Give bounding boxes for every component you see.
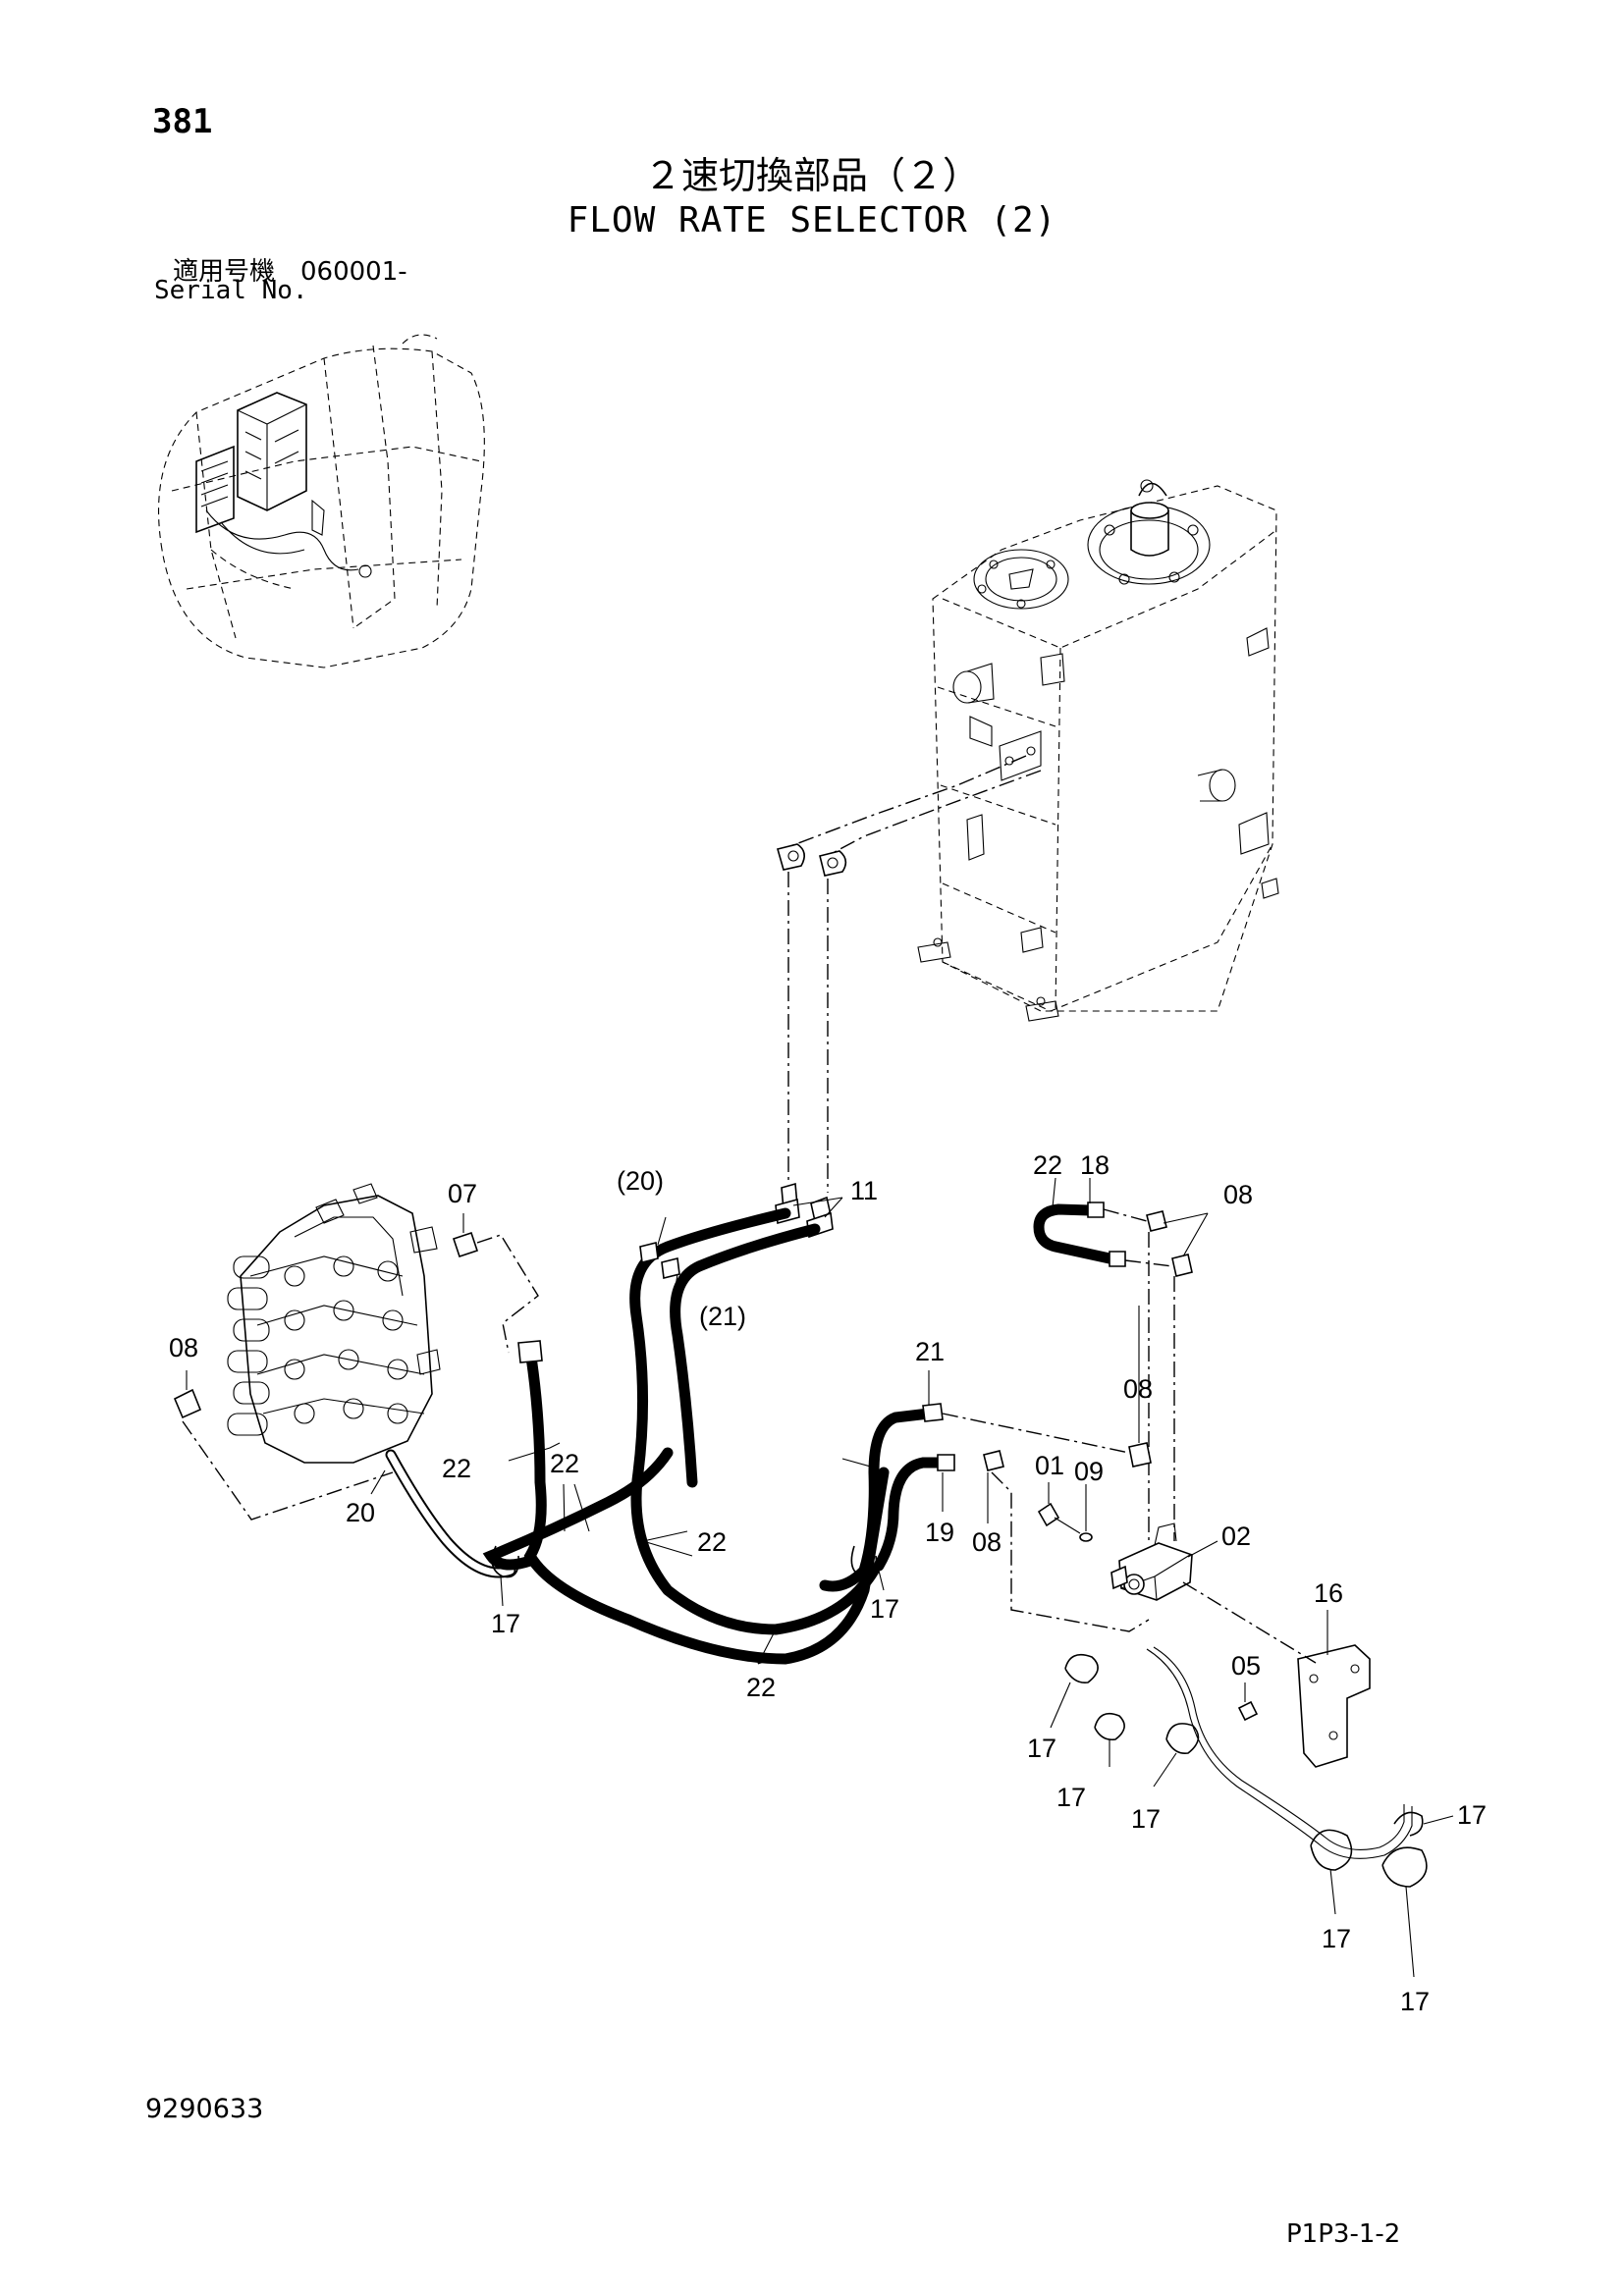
- bolt-05: [1237, 1700, 1259, 1722]
- callout-16: 16: [1314, 1578, 1343, 1608]
- fitting-08-upper-b: [1171, 1254, 1193, 1277]
- fitting-08-center: [983, 1450, 1004, 1471]
- bolt-01: [1037, 1502, 1060, 1527]
- banjo-fittings-upper: [777, 843, 847, 877]
- fitting-08-right: [1128, 1442, 1152, 1468]
- callout-22-c: 22: [697, 1527, 727, 1557]
- fitting-07: [452, 1231, 479, 1258]
- callout-17-h: 17: [1400, 1987, 1430, 2016]
- solenoid-valve-02: [1110, 1522, 1193, 1601]
- fitting-08-upper-a: [1146, 1210, 1167, 1232]
- callout-20-ref: (20): [617, 1166, 664, 1196]
- callout-05: 05: [1231, 1651, 1261, 1681]
- callout-11: 11: [850, 1176, 878, 1205]
- routing-line-2: [834, 770, 1042, 853]
- hydraulic-tank: [917, 479, 1279, 1022]
- control-valve: [227, 1183, 441, 1464]
- callout-17-b: 17: [870, 1594, 899, 1624]
- callout-17-f: 17: [1457, 1800, 1487, 1830]
- callout-22-a: 22: [442, 1454, 471, 1483]
- page-number: 381: [152, 102, 213, 141]
- callout-17-e: 17: [1131, 1804, 1161, 1834]
- serial-label-japanese: 適用号機 060001-: [173, 257, 407, 287]
- routing-line-13: [1182, 1581, 1317, 1664]
- callout-08-upper: 08: [1223, 1180, 1253, 1209]
- fitting-08-left: [173, 1388, 202, 1419]
- callout-21-ref: (21): [699, 1302, 746, 1331]
- routing-line-8: [1124, 1259, 1173, 1267]
- cab-overview-inset: [157, 334, 485, 668]
- callout-17-d: 17: [1056, 1783, 1086, 1812]
- callout-08-right: 08: [1123, 1374, 1153, 1404]
- callout-01: 01: [1035, 1451, 1064, 1480]
- callout-17-g: 17: [1322, 1924, 1351, 1953]
- bolt-01-shank: [1054, 1517, 1081, 1534]
- callout-labels: 07 08 20 22 22 17 (20) (21) 11 22 22 22 …: [169, 1150, 1487, 2016]
- callout-09: 09: [1074, 1457, 1104, 1486]
- hoses: [385, 1203, 1413, 1859]
- routing-line-7: [1103, 1208, 1148, 1222]
- leader-lines: [370, 1177, 1454, 1978]
- callout-18: 18: [1080, 1150, 1110, 1180]
- routing-line-6: [182, 1420, 394, 1521]
- page-code: P1P3-1-2: [1286, 2219, 1401, 2249]
- title-japanese: ２速切換部品（２）: [643, 154, 980, 197]
- routing-line-11: [942, 1413, 1130, 1454]
- callout-19: 19: [925, 1518, 954, 1547]
- callout-22-d: 22: [746, 1673, 776, 1702]
- callout-07: 07: [448, 1179, 477, 1208]
- leader-01-09: [1048, 1482, 1087, 1531]
- callout-20: 20: [346, 1498, 375, 1527]
- serial-label-english: Serial No.: [154, 276, 308, 305]
- callout-21: 21: [915, 1337, 945, 1366]
- routing-line-12: [991, 1471, 1150, 1632]
- washer-09: [1079, 1532, 1093, 1542]
- leader-02: [1187, 1540, 1218, 1558]
- callout-22-e: 22: [1033, 1150, 1062, 1180]
- callout-17-c: 17: [1027, 1734, 1056, 1763]
- callout-22-b: 22: [550, 1449, 579, 1478]
- callout-08-center: 08: [972, 1527, 1001, 1557]
- routing-line-5: [476, 1234, 539, 1354]
- routing-line-1: [789, 755, 1027, 847]
- callout-08-left: 08: [169, 1333, 198, 1362]
- callout-17-a: 17: [491, 1609, 520, 1638]
- title-english: FLOW RATE SELECTOR (2): [567, 200, 1057, 240]
- document-number: 9290633: [145, 2094, 264, 2124]
- callout-02: 02: [1221, 1522, 1251, 1551]
- bracket-16: [1297, 1644, 1371, 1768]
- hose-clamps: [491, 1545, 1428, 1888]
- hose-end-fittings: [517, 1201, 1126, 1471]
- leader-11: [792, 1197, 843, 1218]
